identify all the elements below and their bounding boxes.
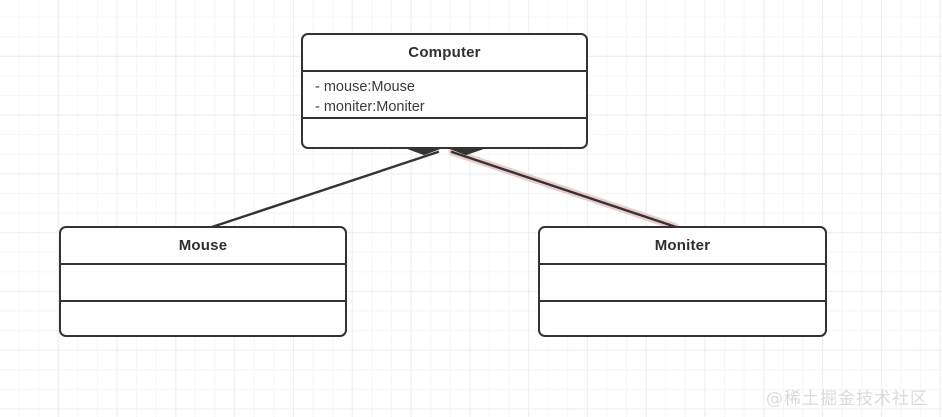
class-attributes-mouse (61, 265, 345, 302)
uml-class-computer[interactable]: Computer - mouse:Mouse - moniter:Moniter (301, 33, 588, 149)
class-title-mouse: Mouse (61, 228, 345, 265)
class-title-computer: Computer (303, 35, 586, 72)
class-attributes-moniter (540, 265, 825, 302)
class-title-moniter: Moniter (540, 228, 825, 265)
attribute-row: - moniter:Moniter (315, 99, 425, 115)
class-methods-mouse (61, 302, 345, 335)
uml-class-moniter[interactable]: Moniter (538, 226, 827, 337)
edge-computer-moniter[interactable] (450, 150, 678, 229)
edge-computer-moniter-halo (448, 148, 680, 231)
class-methods-computer (303, 119, 586, 147)
attribute-row: - mouse:Mouse (315, 79, 415, 95)
edge-computer-mouse[interactable] (210, 150, 440, 229)
class-methods-moniter (540, 302, 825, 335)
watermark-text: @稀土掘金技术社区 (766, 389, 928, 409)
class-attributes-computer: - mouse:Mouse - moniter:Moniter (303, 72, 586, 119)
uml-class-mouse[interactable]: Mouse (59, 226, 347, 337)
